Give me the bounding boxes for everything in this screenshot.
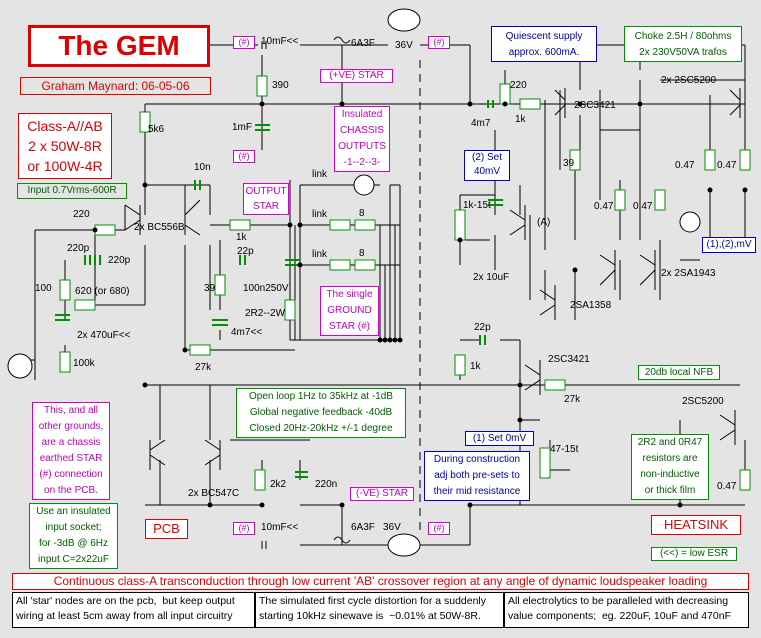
heatsink-label: HEATSINK [651,515,741,535]
r8a-label: 8 [359,208,365,219]
bc556-label: 2x BC556B [134,222,185,233]
transistors [124,88,741,470]
c10n-label: 10n [194,162,211,173]
footer-note-3: All electrolytics to be paralleled with … [504,592,749,628]
r100k-label: 100k [73,358,95,369]
symbols [7,8,701,557]
star-bl-label: (#) [233,522,255,535]
star-br-label: (#) [428,522,450,535]
q2sa1358-label: 2SA1358 [570,300,612,311]
fuse-top-label: 6A3F [351,38,375,49]
r39b-label: 39 [563,158,575,169]
resistors-note-box: 2R2 and 0R47 resistors are non-inductive… [631,434,709,500]
r047c-label: 0.47 [594,201,614,212]
footer-note-2: The simulated first cycle distortion for… [255,592,504,628]
pot1k-label: 1k-15t [463,200,491,211]
r047a-label: 0.47 [675,160,695,171]
r27kb-label: 27k [564,394,581,405]
positive-star-label: (+VE) STAR [320,69,393,83]
r220b-label: 220 [510,80,527,91]
c4m7b-label: 4m7 [471,118,491,129]
r1kb-label: 1k [515,114,526,125]
c22pa-label: 22p [237,246,254,257]
v36-top-label: 36V [395,40,413,51]
fuse-bot-label: 6A3F [351,522,375,533]
q2sc5200a-label: 2x 2SC5200 [661,75,717,86]
star-tr-label: (#) [428,36,450,49]
c1mf-label: 1mF [232,122,252,133]
choke-box: Choke 2.5H / 80ohms 2x 230V50VA trafos [624,26,742,62]
construction-box: During construction adj both pre-sets to… [424,451,530,501]
c220pa-label: 220p [67,243,90,254]
v36-bot-label: 36V [383,522,401,533]
page-title: The GEM [28,25,210,67]
link1-label: link [312,169,328,180]
low-esr-note: (<<) = low ESR [651,547,737,561]
set-0mv-box: (1) Set 0mV [465,431,534,446]
pot47-label: 47-15t [550,444,579,455]
r047e-label: 0.47 [717,481,737,492]
quiescent-box: Quiescent supply approx. 600mA. [491,26,597,62]
r39a-label: 39 [204,283,216,294]
c100n-label: 100n250V [243,283,289,294]
r390-label: 390 [272,80,289,91]
c4m7a-label: 4m7<< [231,327,263,338]
r27ka-label: 27k [195,362,212,373]
junctions [92,101,748,508]
r100-label: 100 [35,283,52,294]
banner: Continuous class-A transconduction throu… [12,573,749,590]
c22pb-label: 22p [474,322,491,333]
c470-label: 2x 470uF<< [77,330,131,341]
a-node-label: (A) [537,217,551,228]
open-loop-box: Open loop 1Hz to 35kHz at -1dB Global ne… [236,388,406,438]
r1ka-label: 1k [236,232,247,243]
bc547-label: 2x BC547C [188,488,240,499]
cap-bot-label: 10mF<< [261,522,299,533]
ground-star-box: The single GROUND STAR (#) [320,286,379,336]
r220a-label: 220 [73,209,90,220]
q2sc5200b-label: 2SC5200 [682,396,724,407]
q2sc3421a-label: 2SC3421 [574,100,616,111]
class-box: Class-A//AB 2 x 50W-8R or 100W-4R [18,113,112,179]
c220pb-label: 220p [108,255,131,266]
author-label: Graham Maynard: 06-05-06 [20,77,211,95]
meter-label-box: (1),(2),mV [702,237,756,253]
resistors [59,75,751,491]
c220n-label: 220n [315,479,338,490]
r1kc-label: 1k [470,361,481,372]
output-star-box: OUTPUT STAR [243,183,289,215]
cap-top-label: 10mF<< [261,36,299,47]
r620-label: 620 (or 680) [75,286,130,297]
input-spec-box: Input 0.7Vrms-600R [17,183,127,199]
q2sc3421b-label: 2SC3421 [548,354,590,365]
wiring [20,41,746,549]
r047b-label: 0.47 [717,160,737,171]
set-40mv-box: (2) Set 40mV [464,150,510,181]
c10uf-label: 2x 10uF [473,272,510,283]
socket-note-box: Use an insulated input socket; for -3dB … [29,503,118,569]
r2k2-label: 2k2 [270,479,287,490]
fuse-links [333,36,351,544]
negative-star-label: (-VE) STAR [350,487,414,501]
pcb-label: PCB [145,519,188,539]
r2r2-label: 2R2--2W [245,308,286,319]
insulated-outputs-box: Insulated CHASSIS OUTPUTS -1--2--3- [334,106,390,172]
link3-label: link [312,249,328,260]
r047d-label: 0.47 [633,201,653,212]
r8b-label: 8 [359,248,365,259]
local-nfb-box: 20db local NFB [638,365,720,380]
footer-note-1: All 'star' nodes are on the pcb, but kee… [12,592,255,628]
r5k6-label: 5k6 [148,124,165,135]
capacitors [55,100,503,478]
star-1mf-label: (#) [233,150,255,163]
q2sa1943-label: 2x 2SA1943 [661,268,716,279]
chassis-note-box: This, and all other grounds, are a chass… [32,402,110,500]
star-tl-label: (#) [233,36,255,49]
link2-label: link [312,209,328,220]
